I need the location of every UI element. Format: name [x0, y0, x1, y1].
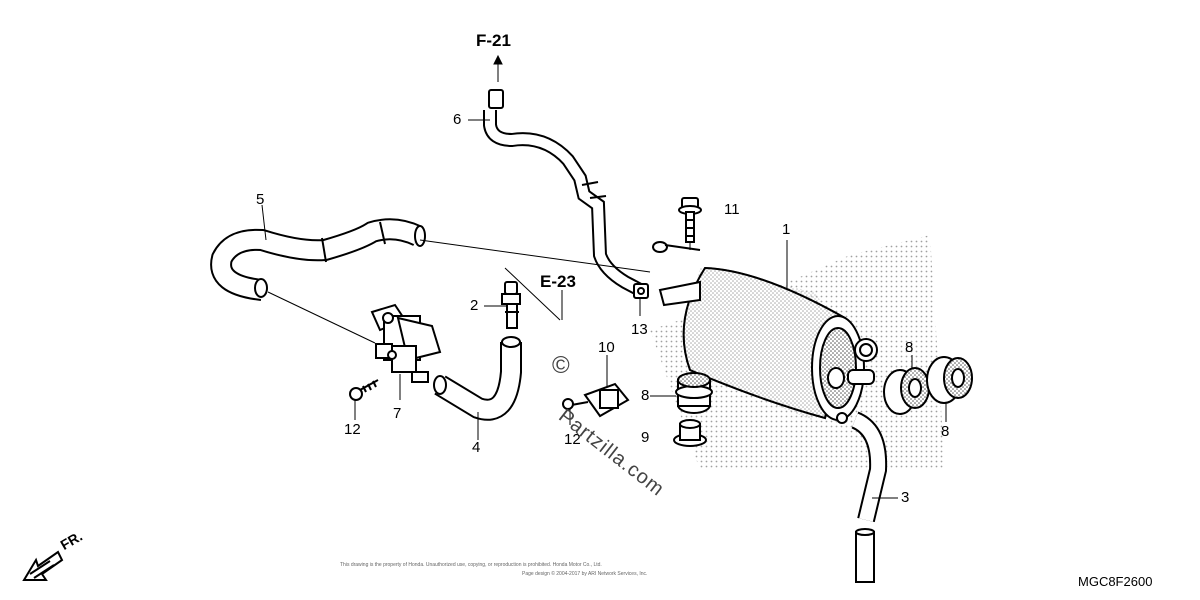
label-part-3[interactable]: 3: [901, 489, 910, 506]
grommet-8-right-b: [926, 356, 973, 404]
joint-2: [501, 281, 521, 329]
reference-e23[interactable]: E-23: [540, 272, 576, 291]
collar-9: [673, 419, 707, 447]
hose-5: [210, 218, 426, 301]
label-part-12-center[interactable]: 12: [564, 431, 581, 448]
label-part-8-right-a[interactable]: 8: [905, 339, 914, 356]
label-part-6[interactable]: 6: [453, 111, 462, 128]
bolt-11: [678, 197, 702, 243]
label-part-12-left[interactable]: 12: [344, 421, 361, 438]
canister: [652, 241, 878, 424]
hose-3: [850, 411, 888, 583]
hose-4: [433, 336, 522, 421]
label-part-8-center[interactable]: 8: [641, 387, 650, 404]
copyright-line-1: This drawing is the property of Honda. U…: [340, 562, 602, 568]
label-part-2[interactable]: 2: [470, 297, 479, 314]
solenoid-valve-7: [370, 303, 442, 383]
reference-f21[interactable]: F-21: [476, 31, 511, 50]
front-arrow-icon: [22, 550, 64, 581]
label-part-1[interactable]: 1: [782, 221, 791, 238]
copyright-line-2: Page design © 2004-2017 by ARI Network S…: [522, 571, 648, 577]
screw-12-left: [349, 379, 379, 401]
label-part-8-right-b[interactable]: 8: [941, 423, 950, 440]
hose-6: [483, 89, 644, 297]
label-part-7[interactable]: 7: [393, 405, 402, 422]
watermark-copyright-icon: ©: [552, 352, 571, 379]
label-part-5[interactable]: 5: [256, 191, 265, 208]
label-part-13[interactable]: 13: [631, 321, 648, 338]
grommet-8-right-a: [883, 367, 930, 415]
label-part-9[interactable]: 9: [641, 429, 650, 446]
label-part-11[interactable]: 11: [724, 201, 740, 218]
grommet-8-center: [675, 372, 713, 414]
diagram-code: MGC8F2600: [1078, 574, 1153, 589]
nut-13: [633, 283, 649, 299]
clip-10: [562, 382, 630, 418]
label-part-10[interactable]: 10: [598, 339, 615, 356]
label-part-4[interactable]: 4: [472, 439, 481, 456]
